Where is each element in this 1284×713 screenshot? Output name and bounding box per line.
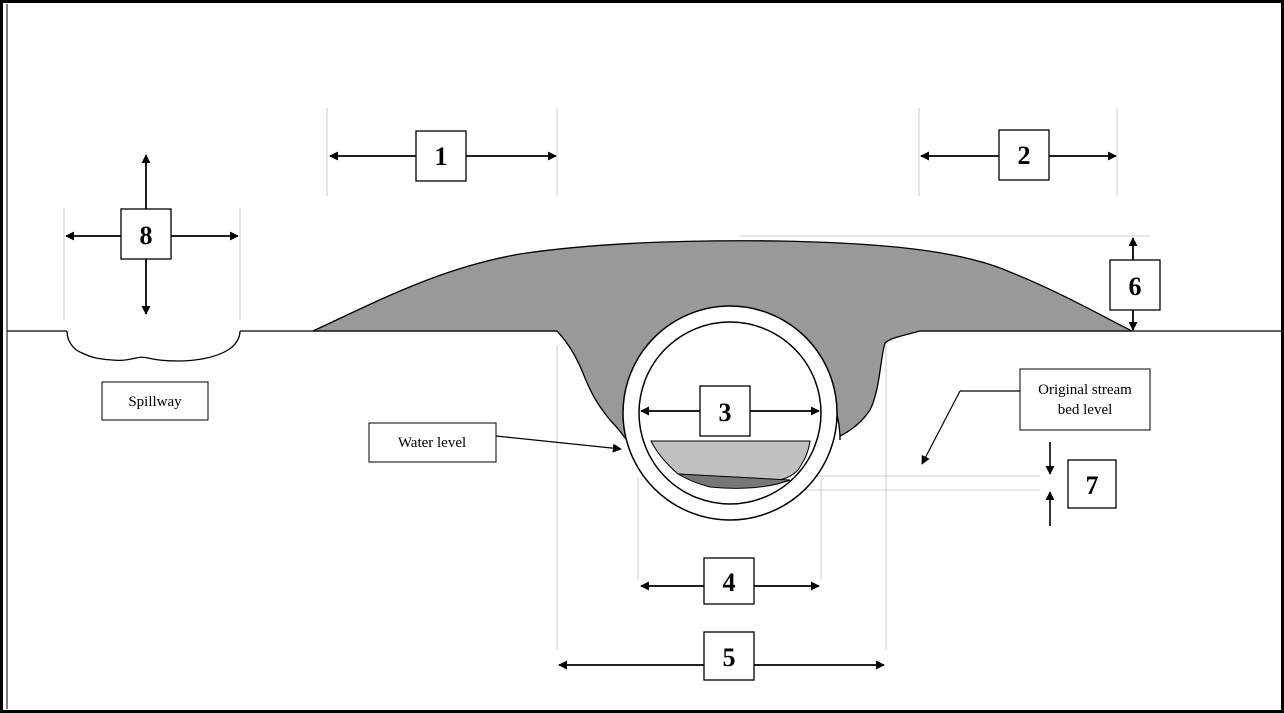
water-level-label-text: Water level: [398, 435, 466, 451]
dimension-3: 3: [640, 385, 820, 437]
dimension-4: 4: [640, 557, 820, 605]
dimension-5: 5: [558, 631, 885, 681]
dimension-label-2: 2: [1018, 141, 1031, 170]
water-level-label: Water level: [368, 422, 622, 463]
dimension-6: 6: [1109, 237, 1161, 331]
dimension-8: 8: [65, 154, 239, 315]
dimension-label-7: 7: [1086, 471, 1099, 500]
spillway-label: Spillway: [101, 381, 209, 421]
sediment-bed: [677, 473, 791, 489]
dimension-7: 7: [1045, 442, 1117, 526]
dimension-label-1: 1: [435, 142, 448, 171]
original-stream-label-line1: Original stream: [1038, 382, 1132, 398]
dimension-label-3: 3: [719, 398, 732, 427]
spillway-channel: [66, 330, 241, 362]
original-stream-label-line2: bed level: [1058, 402, 1113, 418]
dimension-2: 2: [920, 129, 1117, 181]
dimension-label-8: 8: [140, 221, 153, 250]
water-in-pipe: [650, 440, 811, 481]
original-stream-bed-label: Original stream bed level: [921, 368, 1151, 465]
dimension-label-5: 5: [723, 643, 736, 672]
dimension-label-4: 4: [723, 568, 736, 597]
dimension-1: 1: [329, 130, 557, 182]
dimension-label-6: 6: [1129, 272, 1142, 301]
spillway-label-text: Spillway: [128, 394, 182, 410]
